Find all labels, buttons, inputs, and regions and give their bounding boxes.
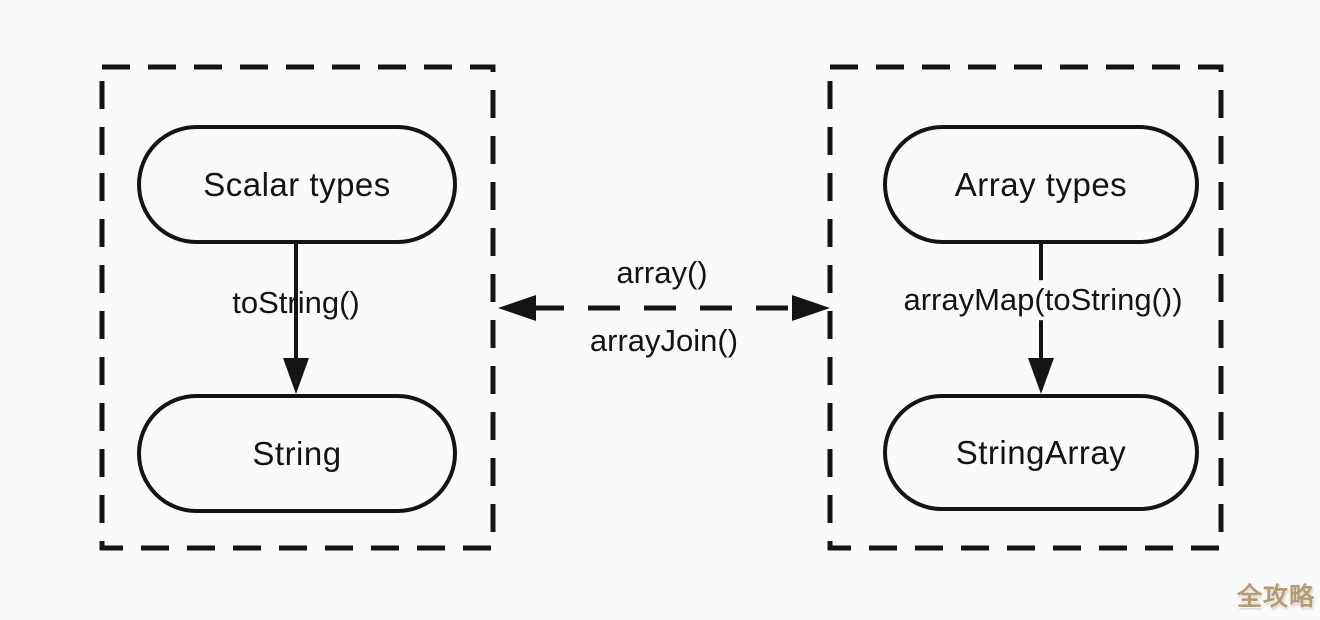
stringarray-node-label: StringArray (955, 434, 1127, 471)
scalar-types-node-label: Scalar types (203, 166, 391, 203)
arrayjoin-edge-label: arrayJoin() (589, 323, 739, 359)
stringarray-node-shape (883, 394, 1199, 511)
array-edge-label: array() (616, 255, 708, 291)
left-dashed-container (99, 64, 496, 551)
arraymap-edge-label: arrayMap(toString()) (897, 280, 1189, 320)
left-down-arrowhead-icon (283, 358, 309, 394)
tostring-edge-label: toString() (232, 285, 360, 321)
right-down-arrowhead-icon (1028, 358, 1054, 394)
string-node-shape (137, 394, 457, 513)
left-pointing-arrowhead-icon (498, 295, 536, 321)
right-pointing-arrowhead-icon (792, 295, 830, 321)
string-node-label: String (252, 435, 342, 472)
right-dashed-container (827, 64, 1224, 551)
array-types-node-label: Array types (954, 166, 1128, 203)
watermark-text: 全攻略 (1236, 583, 1315, 611)
